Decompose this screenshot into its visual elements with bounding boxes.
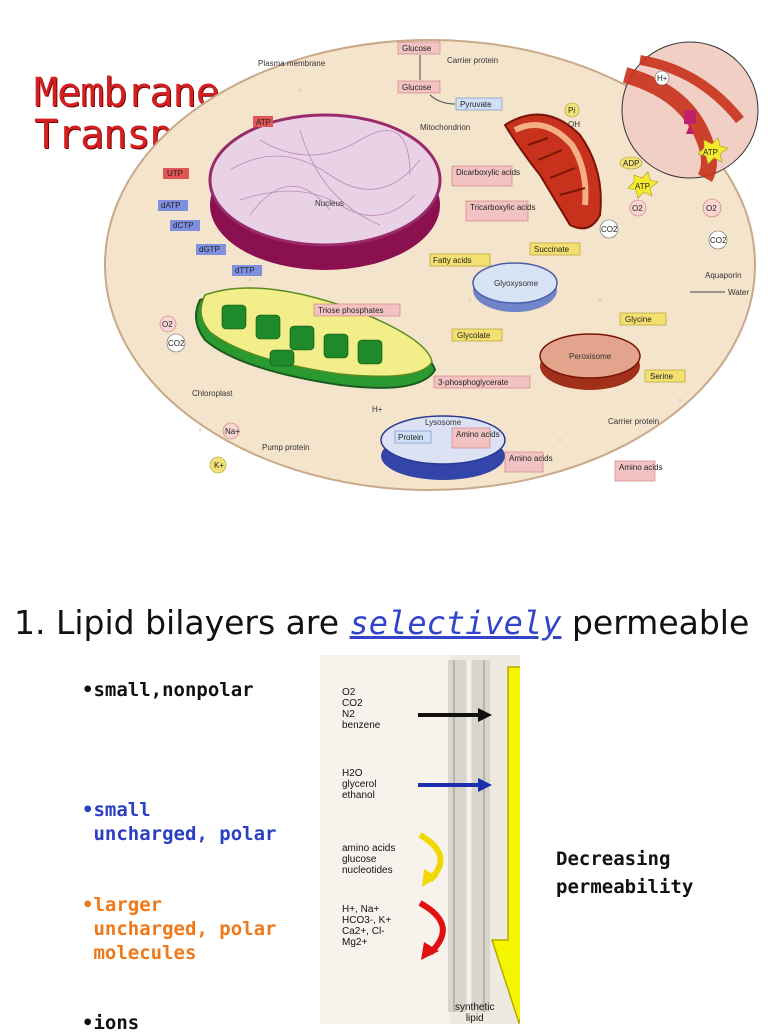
molecules-small-nonpolar: O2 CO2 N2 benzene — [342, 687, 381, 731]
amino-acids-lyso-label: Amino acids — [456, 430, 500, 439]
adp-label: ADP — [623, 159, 639, 168]
glycine-label: Glycine — [625, 315, 652, 324]
glyoxysome: Glyoxysome — [472, 262, 558, 312]
carrier-protein-bottom-label: Carrier protein — [608, 417, 659, 426]
molecules-small-polar: H2O glycerol ethanol — [342, 768, 377, 801]
o2-chloro-label: O2 — [162, 320, 173, 329]
title-line-1: Membrane — [34, 70, 220, 116]
dctp-label: dCTP — [173, 221, 193, 230]
dgtp-label: dGTP — [199, 245, 220, 254]
heading-emphasis: selectively — [349, 604, 562, 642]
k-plus-label: K+ — [214, 461, 224, 470]
co2-mito-label: CO2 — [601, 225, 618, 234]
section-heading: 1. Lipid bilayers are selectively permea… — [14, 603, 764, 642]
peroxisome: Peroxisome — [539, 333, 641, 390]
aquaporin-label: Aquaporin — [705, 271, 741, 280]
tricarboxylic-label: Tricarboxylic acids — [470, 203, 536, 212]
h-plus-lyso-label: H+ — [372, 405, 383, 414]
nucleus: Nucleus — [208, 113, 442, 270]
co2-chloro-label: CO2 — [168, 339, 185, 348]
amino-acids-carrier-label: Amino acids — [619, 463, 663, 472]
water-label: Water — [728, 288, 749, 297]
glycolate-label: Glycolate — [457, 331, 491, 340]
o2-right-label: O2 — [706, 204, 717, 213]
h-plus-inset-label: H+ — [657, 74, 668, 83]
peroxisome-label: Peroxisome — [569, 352, 612, 361]
permeability-figure — [320, 655, 520, 1024]
amino-acids-out-label: Amino acids — [509, 454, 553, 463]
cell-diagram: Nucleus ATP UTP dATP dCTP dGTP dTTP Plas… — [104, 39, 759, 491]
molecules-ions: H+, Na+ HCO3-, K+ Ca2+, Cl- Mg2+ — [342, 904, 392, 948]
serine-label: Serine — [650, 372, 674, 381]
pi-label: Pi — [568, 106, 575, 115]
atp-top-label: ATP — [256, 118, 271, 127]
category-ions: •ions — [82, 1012, 140, 1034]
heading-suffix: permeable — [561, 603, 750, 642]
nucleotide-boxes: ATP UTP dATP dCTP dGTP dTTP — [158, 116, 273, 276]
na-plus-label: Na+ — [225, 427, 240, 436]
datp-label: dATP — [161, 201, 180, 210]
protein-label: Protein — [398, 433, 423, 442]
carrier-protein-top-label: Carrier protein — [447, 56, 498, 65]
curve-mostly-blocked — [418, 832, 444, 887]
mitochondrion — [503, 113, 602, 230]
atp-mito-label: ATP — [635, 182, 650, 191]
oh-label: OH — [568, 120, 580, 129]
atp-synthase-inset: ATP H+ — [621, 41, 759, 182]
triose-phosphates-label: Triose phosphates — [318, 306, 384, 315]
pyruvate-label: Pyruvate — [460, 100, 492, 109]
phosphoglycerate-label: 3-phosphoglycerate — [438, 378, 509, 387]
arrow-passes-easily — [418, 708, 492, 722]
glucose-2-label: Glucose — [402, 83, 432, 92]
lysosome-label: Lysosome — [425, 418, 462, 427]
plasma-membrane-label: Plasma membrane — [258, 59, 326, 68]
mitochondrion-label: Mitochondrion — [420, 123, 470, 132]
chloroplast-label: Chloroplast — [192, 389, 233, 398]
chloroplast — [195, 287, 437, 389]
atp-inset-label: ATP — [703, 148, 718, 157]
dttp-label: dTTP — [235, 266, 255, 275]
molecules-larger-polar: amino acids glucose nucleotides — [342, 843, 396, 876]
succinate-label: Succinate — [534, 245, 570, 254]
synthetic-lipid-label: synthetic lipid — [455, 1002, 495, 1024]
curve-blocked — [418, 900, 446, 960]
heading-prefix: 1. Lipid bilayers are — [14, 603, 350, 642]
category-small-polar: •small uncharged, polar — [82, 799, 277, 845]
category-small-nonpolar: •small,nonpolar — [82, 679, 254, 701]
decreasing-permeability-arrow — [490, 666, 520, 1024]
glucose-1-label: Glucose — [402, 44, 432, 53]
o2-mito-label: O2 — [632, 204, 643, 213]
utp-label: UTP — [167, 169, 183, 178]
category-larger-polar: •larger uncharged, polar molecules — [82, 894, 277, 964]
glyoxysome-label: Glyoxysome — [494, 279, 539, 288]
fatty-acids-label: Fatty acids — [433, 256, 472, 265]
nucleus-label: Nucleus — [315, 199, 344, 208]
decreasing-permeability-label: Decreasing permeability — [556, 848, 694, 898]
arrow-passes-moderately — [418, 778, 492, 792]
dicarboxylic-label: Dicarboxylic acids — [456, 168, 520, 177]
pump-protein-label: Pump protein — [262, 443, 310, 452]
co2-right-label: CO2 — [710, 236, 727, 245]
